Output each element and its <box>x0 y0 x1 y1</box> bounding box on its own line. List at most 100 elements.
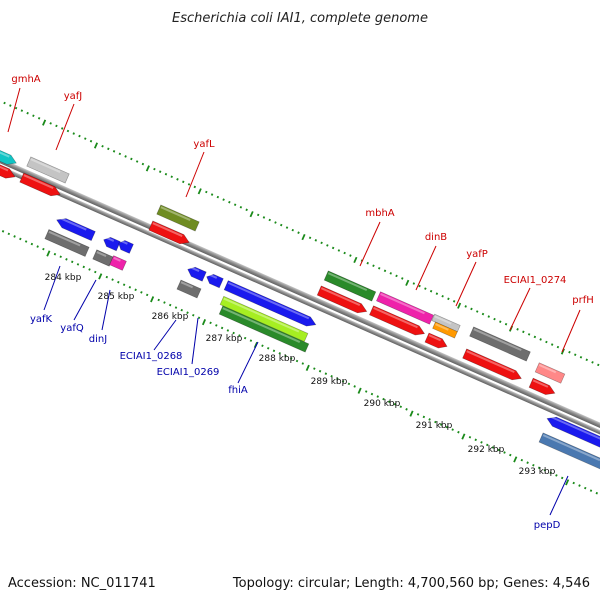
leader-gmhA <box>7 87 21 133</box>
tick-dot-outer <box>193 185 197 189</box>
gene-label-yafQ[interactable]: yafQ <box>60 323 84 334</box>
gene-arrow-red-1-shine <box>0 163 9 172</box>
tick-dot-inner <box>565 479 570 486</box>
tick-dot-outer <box>112 150 116 153</box>
tick-dot-inner <box>376 395 379 398</box>
tick-dot-outer <box>145 165 150 172</box>
gene-label-ECIAI1-0269[interactable]: ECIAI1_0269 <box>157 367 220 378</box>
kbp-label-292: 292 kbp <box>468 445 505 455</box>
tick-dot-inner <box>457 430 460 434</box>
tick-dot-inner <box>341 380 345 383</box>
map-title: Escherichia coli IAI1, complete genome <box>172 11 428 26</box>
tick-dot-inner <box>474 438 477 442</box>
gene-label-yafL[interactable]: yafL <box>193 139 215 150</box>
gene-label-yafK[interactable]: yafK <box>30 314 53 325</box>
tick-dot-inner <box>122 283 126 286</box>
gene-arrow-fhiA-blue <box>223 280 317 327</box>
tick-dot-outer <box>395 274 398 278</box>
tick-dot-outer <box>412 282 416 285</box>
gene-arrow-pepD-shine <box>542 434 600 462</box>
tick-dot-inner <box>497 448 501 452</box>
gene-label-fhiA[interactable]: fhiA <box>228 385 248 396</box>
tick-dot-inner <box>243 336 247 340</box>
kbp-label-290: 290 kbp <box>364 399 401 409</box>
tick-dot-inner <box>336 377 339 381</box>
gene-label-prfH[interactable]: prfH <box>572 295 594 306</box>
gene-label-ECIAI1-0268[interactable]: ECIAI1_0268 <box>120 351 183 362</box>
tick-dot-outer <box>343 251 346 255</box>
tick-dot-inner <box>584 486 587 490</box>
gene-label-ECIAI1-0274[interactable]: ECIAI1_0274 <box>504 275 567 286</box>
gene-label-yafP[interactable]: yafP <box>466 249 488 260</box>
gene-label-mbhA[interactable]: mbhA <box>365 208 394 219</box>
leader-ECIAI1-0269 <box>191 317 199 365</box>
gene-arrow-ECIAI1-0268 <box>176 279 202 299</box>
gene-arrow-dinJ <box>109 255 127 271</box>
tick-dot-outer <box>89 139 93 143</box>
tick-dot-outer <box>26 111 29 115</box>
tick-dot-outer <box>153 167 156 171</box>
leader-ECIAI1-0268 <box>153 319 177 351</box>
tick-dot-outer <box>447 297 450 301</box>
tick-dot-inner <box>520 458 524 462</box>
tick-dot-outer <box>424 287 427 290</box>
tick-dot-outer <box>274 221 277 224</box>
tick-dot-outer <box>597 363 600 367</box>
tick-dot-inner <box>117 280 120 284</box>
leader-dinB <box>415 245 437 291</box>
gene-arrow-small-blue-1-shine <box>105 236 115 242</box>
gene-label-pepD[interactable]: pepD <box>534 520 561 531</box>
leader-yafL <box>185 151 205 198</box>
gene-arrow-pepD-blue <box>546 416 600 453</box>
gene-arrow-red-1 <box>0 162 16 179</box>
gene-label-yafJ[interactable]: yafJ <box>64 91 83 102</box>
tick-dot-outer <box>527 333 531 336</box>
kbp-label-293: 293 kbp <box>519 467 556 477</box>
tick-dot-outer <box>560 348 565 355</box>
tick-dot-inner <box>445 425 449 429</box>
gene-arrow-small-blue-3-shine <box>189 266 200 272</box>
gene-arrow-green-light-shine <box>223 297 300 333</box>
tick-dot-outer <box>233 203 237 206</box>
tick-dot-outer <box>470 307 473 311</box>
tick-dot-inner <box>82 265 85 269</box>
tick-dot-inner <box>7 232 11 236</box>
tick-dot-outer <box>297 231 300 234</box>
gene-label-gmhA[interactable]: gmhA <box>11 74 40 85</box>
tick-dot-outer <box>476 310 479 313</box>
gene-arrow-small-blue-1 <box>103 237 121 252</box>
tick-dot-inner <box>24 240 28 243</box>
tick-dot-inner <box>313 367 316 370</box>
tick-dot-outer <box>464 305 467 308</box>
tick-dot-outer <box>210 193 214 196</box>
tick-dot-outer <box>493 317 496 321</box>
gene-arrow-orange <box>432 321 458 339</box>
tick-dot-inner <box>266 347 270 350</box>
tick-dot-inner <box>301 362 305 365</box>
tick-dot-inner <box>278 352 281 355</box>
gene-arrow-ECIAI1-0274-shine <box>466 350 515 374</box>
tick-dot-inner <box>71 260 74 264</box>
tick-dot-inner <box>543 469 547 472</box>
tick-dot-inner <box>513 456 518 463</box>
gene-arrow-ECIAI1-0268-shine <box>180 281 194 289</box>
gene-arrow-small-blue-4-shine <box>208 273 218 279</box>
tick-dot-outer <box>499 320 502 323</box>
gene-label-dinJ[interactable]: dinJ <box>89 334 107 345</box>
tick-dot-inner <box>105 275 109 279</box>
tick-dot-inner <box>405 408 408 411</box>
tick-dot-outer <box>349 254 352 257</box>
tick-dot-outer <box>124 155 127 158</box>
gene-arrow-prfH <box>528 377 556 395</box>
tick-dot-outer <box>383 269 387 273</box>
kbp-label-289: 289 kbp <box>311 377 348 387</box>
gene-features <box>0 141 600 472</box>
tick-dot-inner <box>111 278 114 281</box>
gene-arrow-yafK-grey <box>44 229 90 257</box>
tick-dot-inner <box>537 466 541 470</box>
tick-dot-inner <box>428 418 431 421</box>
gene-label-dinB[interactable]: dinB <box>425 232 447 243</box>
genome-backbone-lower <box>0 129 600 471</box>
